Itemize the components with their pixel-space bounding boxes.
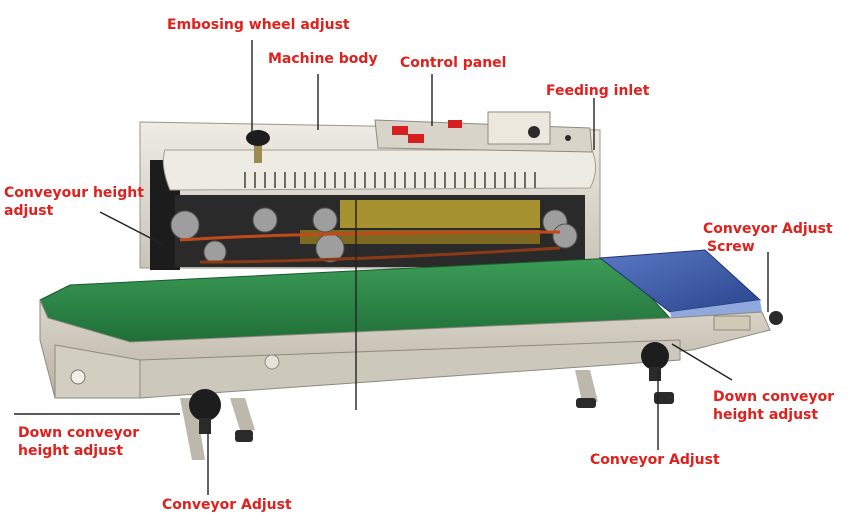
label-conveyour-height-adjust-line1: Conveyour height bbox=[4, 185, 144, 201]
label-conveyor-adjust-screw: Conveyor Adjust Screw bbox=[703, 220, 833, 256]
label-conveyour-height-adjust: Conveyour height adjust bbox=[4, 184, 144, 220]
label-down-right-line2: height adjust bbox=[713, 407, 819, 423]
label-conveyor-adjust-screw-line2: Screw bbox=[707, 239, 755, 255]
label-down-right-line1: Down conveyor bbox=[713, 389, 835, 405]
conveyor-frame bbox=[39, 299, 783, 399]
label-machine-body: Machine body bbox=[268, 51, 378, 67]
label-down-left-line1: Down conveyor bbox=[18, 425, 140, 441]
label-conveyor-adjust-right: Conveyor Adjust bbox=[590, 452, 720, 468]
leader-conveyour-height bbox=[99, 211, 163, 245]
leader-lines bbox=[14, 40, 769, 495]
leader-down-right bbox=[671, 343, 733, 381]
label-conveyour-height-adjust-line2: adjust bbox=[4, 203, 54, 219]
conveyor-adjust-knob-left bbox=[189, 389, 221, 434]
control-panel bbox=[374, 111, 593, 153]
label-down-left-line2: height adjust bbox=[18, 443, 124, 459]
label-down-conveyor-height-adjust-right: Down conveyor height adjust bbox=[713, 388, 834, 424]
label-conveyor-adjust-left: Conveyor Adjust bbox=[162, 497, 292, 513]
conveyor-adjust-knob-right bbox=[641, 342, 669, 381]
label-control-panel: Control panel bbox=[400, 55, 507, 71]
roller-mechanism bbox=[170, 195, 585, 267]
label-feeding-inlet: Feeding inlet bbox=[546, 83, 650, 99]
label-conveyor-adjust-screw-line1: Conveyor Adjust bbox=[703, 221, 833, 237]
label-embossing-wheel-adjust: Embosing wheel adjust bbox=[167, 17, 350, 33]
label-down-conveyor-height-adjust-left: Down conveyor height adjust bbox=[18, 424, 139, 460]
conveyor-legs bbox=[180, 370, 674, 460]
